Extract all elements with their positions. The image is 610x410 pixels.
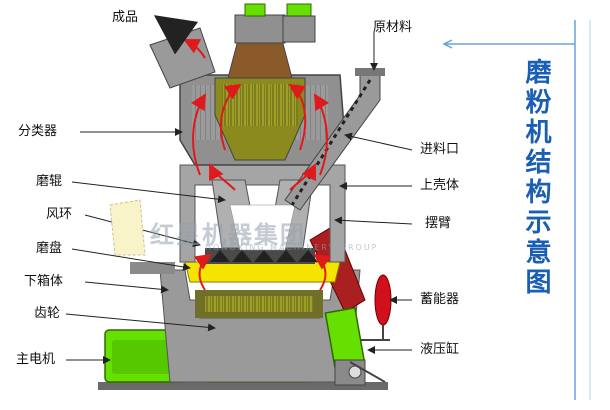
label-air-ring: 风环 [46, 207, 73, 222]
label-upper-shell: 上壳体 [420, 178, 460, 193]
base-plate [98, 382, 388, 390]
upper-shell [130, 164, 346, 274]
diagram-title: 磨粉机结构示意图 [521, 58, 551, 298]
airflow-arrows [183, 39, 332, 291]
brand-watermark-subtitle: HONGXING MACHINERY GROUP [205, 243, 379, 252]
label-classifier: 分类器 [18, 124, 58, 139]
ghost-roller-outline [109, 199, 146, 256]
product-outlet-arrow [153, 15, 199, 55]
brand-watermark: 红星机器集团 [150, 221, 306, 249]
hydraulic-cylinder [309, 224, 386, 386]
label-grinding-disc: 磨盘 [36, 241, 63, 256]
label-gear: 齿轮 [34, 306, 61, 321]
label-product: 成品 [112, 10, 139, 25]
grinding-disc [184, 248, 341, 283]
label-raw-material: 原材料 [373, 20, 413, 35]
lower-box [159, 269, 361, 383]
accumulator [360, 274, 392, 341]
label-hydraulic-cylinder: 液压缸 [420, 342, 460, 357]
classifier-body [149, 3, 346, 166]
label-lower-box: 下箱体 [24, 274, 64, 289]
label-feed-inlet: 进料口 [420, 142, 460, 157]
side-frame [442, 20, 591, 400]
label-main-motor: 主电机 [16, 352, 56, 367]
label-accumulator: 蓄能器 [420, 292, 460, 307]
label-rocker-arm: 摆臂 [425, 216, 452, 231]
label-roller: 磨辊 [36, 174, 63, 189]
